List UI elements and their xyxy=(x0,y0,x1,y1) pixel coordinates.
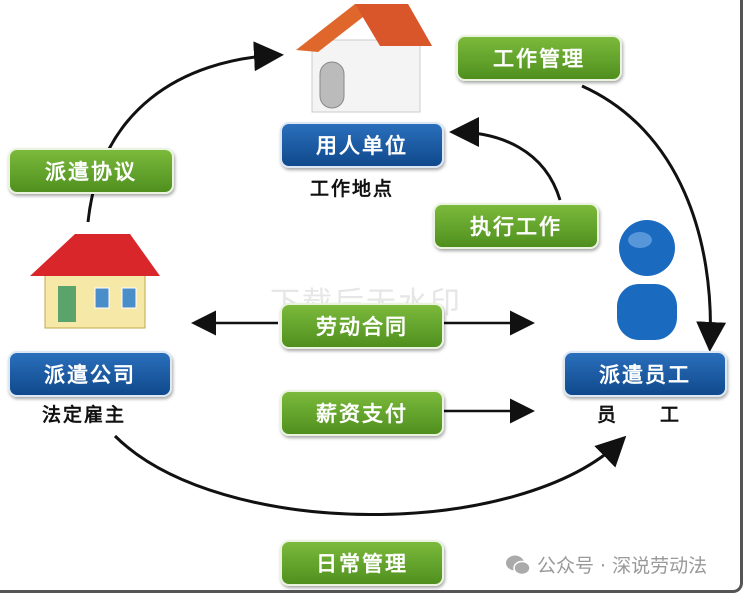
arrow-daily-management xyxy=(113,434,627,516)
person-icon-employee xyxy=(617,220,677,340)
label-legal-employer: 法定雇主 xyxy=(42,404,127,426)
node-employer-unit: 用人单位 xyxy=(280,122,444,168)
node-execute-work: 执行工作 xyxy=(433,203,599,249)
house-icon-company xyxy=(30,234,160,329)
label-employee: 员 工 xyxy=(597,404,682,426)
arrow-agreement-to-employer xyxy=(86,41,284,223)
label-work-location: 工作地点 xyxy=(310,178,395,200)
node-labor-contract: 劳动合同 xyxy=(280,303,444,349)
credit: 公众号 · 深说劳动法 xyxy=(505,551,707,578)
node-dispatched-employee: 派遣员工 xyxy=(563,351,727,397)
node-salary-payment: 薪资支付 xyxy=(280,390,444,436)
arrow-work-to-employer xyxy=(449,117,562,201)
node-dispatch-agreement: 派遣协议 xyxy=(8,148,174,194)
node-daily-management: 日常管理 xyxy=(280,540,444,586)
house-icon-employer xyxy=(296,4,432,113)
node-work-management: 工作管理 xyxy=(456,35,622,81)
wechat-icon xyxy=(506,555,531,575)
credit-text: 公众号 · 深说劳动法 xyxy=(537,555,708,577)
node-dispatch-company: 派遣公司 xyxy=(8,351,172,397)
arrow-management-to-employee xyxy=(581,84,727,352)
